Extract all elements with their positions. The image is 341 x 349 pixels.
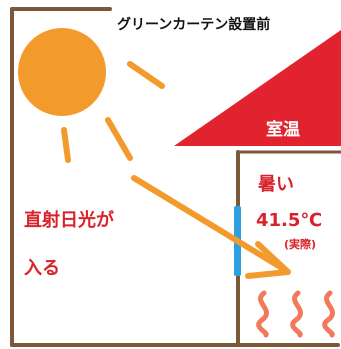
- roof-label: 室温: [266, 119, 300, 140]
- sunlight-arrow-icon: [131, 175, 291, 279]
- page-title: グリーンカーテン設置前: [117, 16, 270, 33]
- room-temperature: 41.5℃: [256, 210, 322, 231]
- roof: [174, 30, 341, 146]
- sunlight-label-line1: 直射日光が: [24, 209, 114, 231]
- sun-icon: [18, 28, 165, 163]
- room-hot-label: 暑い: [258, 174, 294, 195]
- heat-waves-icon: [256, 290, 335, 338]
- room-temperature-note: (実際): [284, 237, 316, 251]
- sunlight-label-line2: 入る: [24, 258, 60, 279]
- outer-frame: [10, 7, 340, 347]
